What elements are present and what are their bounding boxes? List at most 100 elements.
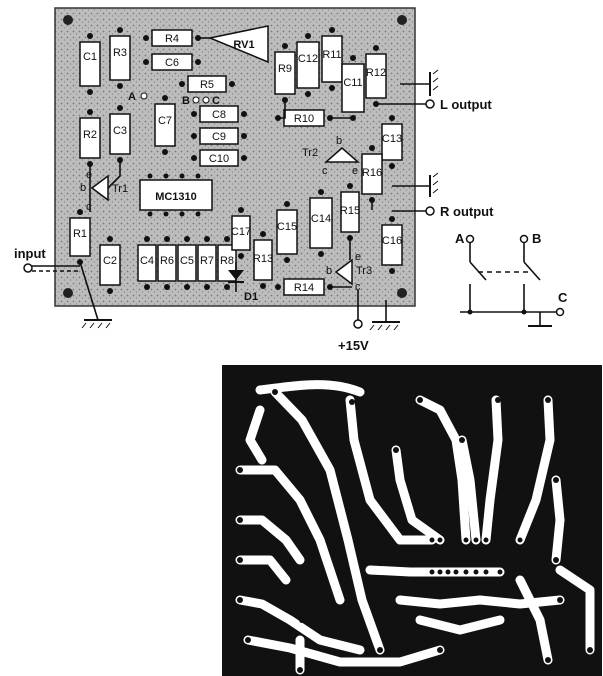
svg-text:c: c — [355, 281, 361, 293]
svg-text:C6: C6 — [165, 57, 179, 69]
svg-text:b: b — [80, 182, 86, 194]
svg-text:e: e — [86, 169, 92, 181]
svg-text:R16: R16 — [362, 167, 382, 179]
svg-text:c: c — [86, 201, 92, 213]
svg-text:input: input — [14, 246, 46, 261]
mounting-hole — [397, 15, 407, 25]
svg-text:RV1: RV1 — [233, 39, 254, 51]
diode-d1: D1 — [228, 262, 258, 303]
transistor-tr2: Tr2 b c e — [302, 135, 360, 177]
svg-text:C16: C16 — [382, 235, 402, 247]
svg-text:R9: R9 — [278, 63, 292, 75]
svg-text:L output: L output — [440, 97, 492, 112]
svg-text:C17: C17 — [231, 226, 251, 238]
component-r12: R12 — [365, 45, 387, 107]
svg-text:b: b — [326, 265, 332, 277]
ground-symbol-bottom-right — [369, 300, 400, 331]
component-r3: R3 — [109, 27, 131, 89]
component-c12: C12 — [296, 33, 320, 97]
svg-text:R5: R5 — [200, 79, 214, 91]
svg-text:C15: C15 — [277, 221, 297, 233]
svg-text:R7: R7 — [200, 255, 214, 267]
ic-mc1310: MC1310 — [139, 173, 213, 217]
svg-text:C: C — [212, 95, 220, 107]
component-c16: C16 — [381, 216, 403, 274]
component-c13: C13 — [381, 115, 403, 169]
mounting-hole — [63, 288, 73, 298]
component-r5: R5 — [179, 75, 235, 93]
svg-text:MC1310: MC1310 — [155, 191, 197, 203]
component-c1: C1 — [79, 33, 101, 95]
ground-symbol-top — [400, 69, 439, 96]
svg-text:C13: C13 — [382, 133, 402, 145]
component-c5: C5 — [177, 236, 197, 290]
component-c4: C4 — [137, 236, 157, 290]
component-r13: R13 — [253, 231, 273, 289]
point-c: C — [202, 95, 220, 107]
svg-text:C1: C1 — [83, 51, 97, 63]
svg-text:D1: D1 — [244, 291, 258, 303]
svg-text:C9: C9 — [212, 131, 226, 143]
point-b: B — [182, 95, 200, 107]
svg-text:B: B — [532, 231, 541, 246]
component-r2: R2 — [79, 109, 101, 167]
svg-text:+15V: +15V — [338, 338, 369, 353]
svg-text:C2: C2 — [103, 255, 117, 267]
mounting-hole — [397, 288, 407, 298]
svg-text:R4: R4 — [165, 33, 179, 45]
mounting-hole — [63, 15, 73, 25]
svg-text:Tr3: Tr3 — [356, 265, 372, 277]
point-a: A — [128, 91, 148, 103]
svg-text:R2: R2 — [83, 129, 97, 141]
svg-text:b: b — [336, 135, 342, 147]
svg-text:C10: C10 — [209, 153, 229, 165]
svg-text:A: A — [128, 91, 136, 103]
svg-text:e: e — [352, 165, 358, 177]
svg-text:R12: R12 — [366, 67, 386, 79]
svg-text:C3: C3 — [113, 125, 127, 137]
svg-text:R output: R output — [440, 204, 494, 219]
svg-text:C12: C12 — [298, 53, 318, 65]
component-c15: C15 — [276, 201, 298, 263]
transistor-tr1: Tr1 b e c — [80, 169, 128, 213]
svg-text:R3: R3 — [113, 47, 127, 59]
component-r6: R6 — [157, 236, 177, 290]
potentiometer-rv1: RV1 — [207, 25, 269, 64]
ground-symbol-middle — [392, 172, 439, 197]
svg-text:R15: R15 — [340, 205, 360, 217]
component-c2: C2 — [99, 236, 121, 294]
svg-text:R6: R6 — [160, 255, 174, 267]
svg-text:C7: C7 — [158, 115, 172, 127]
svg-text:Tr1: Tr1 — [112, 183, 128, 195]
svg-text:R10: R10 — [294, 113, 314, 125]
component-c9: C9 — [191, 127, 247, 145]
component-r11: R11 — [321, 27, 343, 91]
component-r1: R1 — [69, 209, 91, 265]
pcb-foil-pattern — [222, 365, 602, 676]
component-r15: R15 — [340, 183, 360, 241]
input-connection: input — [14, 246, 80, 273]
component-layout-board: C1 R3 R2 C3 C7 R1 C2 — [54, 7, 416, 307]
transistor-tr3: Tr3 b e c — [326, 251, 372, 293]
svg-text:C: C — [558, 290, 568, 305]
svg-text:C8: C8 — [212, 109, 226, 121]
component-c17: C17 — [231, 207, 251, 259]
svg-text:R13: R13 — [253, 253, 273, 265]
component-c14: C14 — [309, 189, 333, 257]
component-c10: C10 — [191, 149, 247, 167]
svg-text:R1: R1 — [73, 228, 87, 240]
r-output-connection: R output — [392, 204, 494, 219]
component-r9: R9 — [274, 43, 296, 103]
svg-text:C5: C5 — [180, 255, 194, 267]
component-r14: R14 — [275, 278, 333, 296]
svg-text:C14: C14 — [311, 213, 331, 225]
component-c7: C7 — [154, 95, 176, 155]
supply-connection: +15V — [338, 290, 369, 353]
svg-text:A: A — [455, 231, 465, 246]
ground-symbol-bottom-left — [79, 261, 112, 329]
component-r16: R16 — [361, 145, 383, 203]
l-output-connection: L output — [376, 97, 492, 112]
svg-text:C11: C11 — [343, 77, 362, 89]
svg-text:R14: R14 — [294, 282, 314, 294]
svg-text:e: e — [355, 251, 361, 263]
